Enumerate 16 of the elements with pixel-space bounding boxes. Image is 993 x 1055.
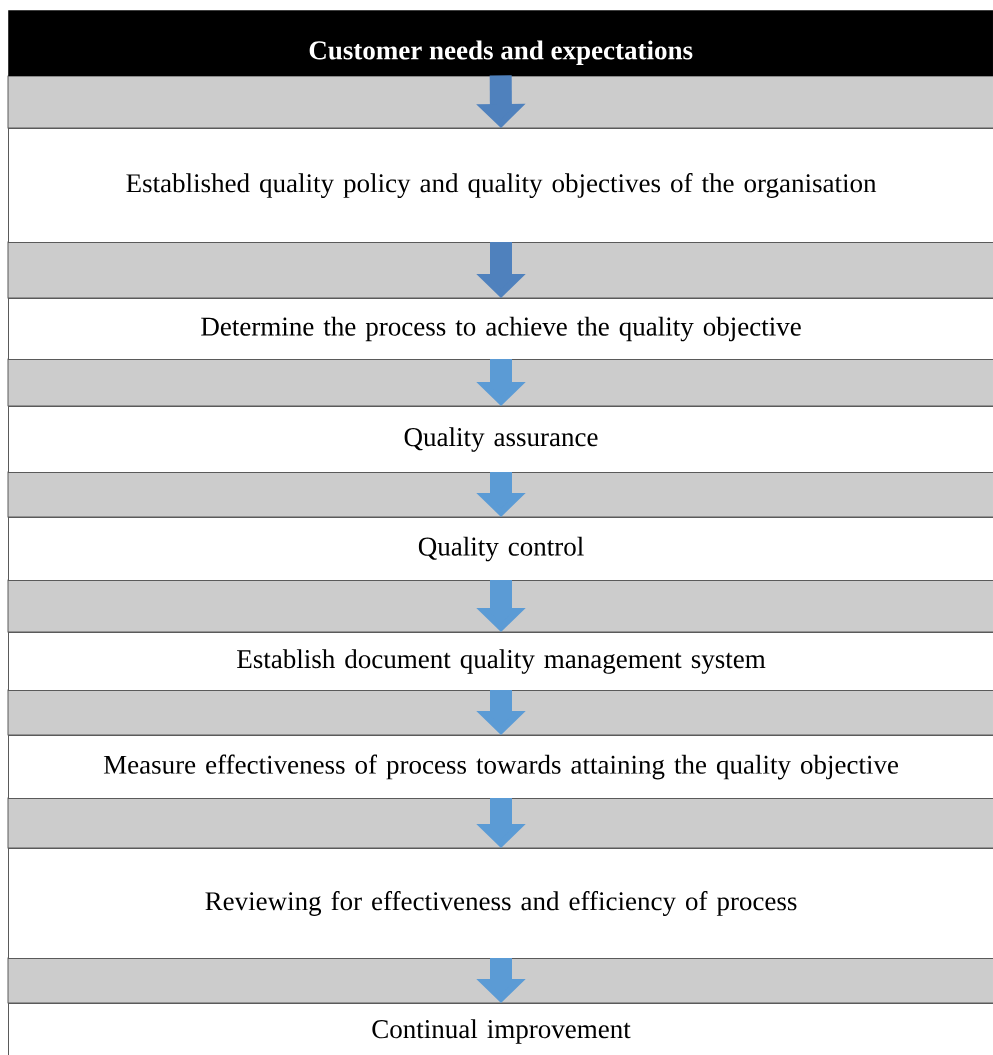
node-label: Established quality policy and quality objectives of the organisation: [126, 173, 877, 198]
process-row: Continual improvement: [8, 1003, 993, 1055]
header-bar: Customer needs and expectations: [8, 10, 993, 77]
node-label: Measure effectiveness of process towards attaining the quality objective: [103, 754, 899, 780]
process-row: Measure effectiveness of process towards attaining the quality objective: [8, 735, 993, 799]
node-label: Determine the process to achieve the quality objective: [201, 316, 801, 342]
process-row: Reviewing for effectiveness and efficiency of process: [8, 848, 993, 959]
node-label: Quality control: [418, 536, 584, 562]
node-label: Reviewing for effectiveness and efficiency of process: [205, 891, 797, 916]
node-label: Quality assurance: [404, 427, 598, 452]
node-label: Establish document quality management system: [237, 649, 766, 674]
process-row: Determine the process to achieve the quality objective: [8, 298, 993, 360]
process-row: Established quality policy and quality objectives of the organisation: [8, 128, 993, 243]
process-row: Quality assurance: [8, 406, 993, 473]
process-row: Quality control: [8, 517, 993, 581]
process-row: Establish document quality management system: [8, 632, 993, 691]
